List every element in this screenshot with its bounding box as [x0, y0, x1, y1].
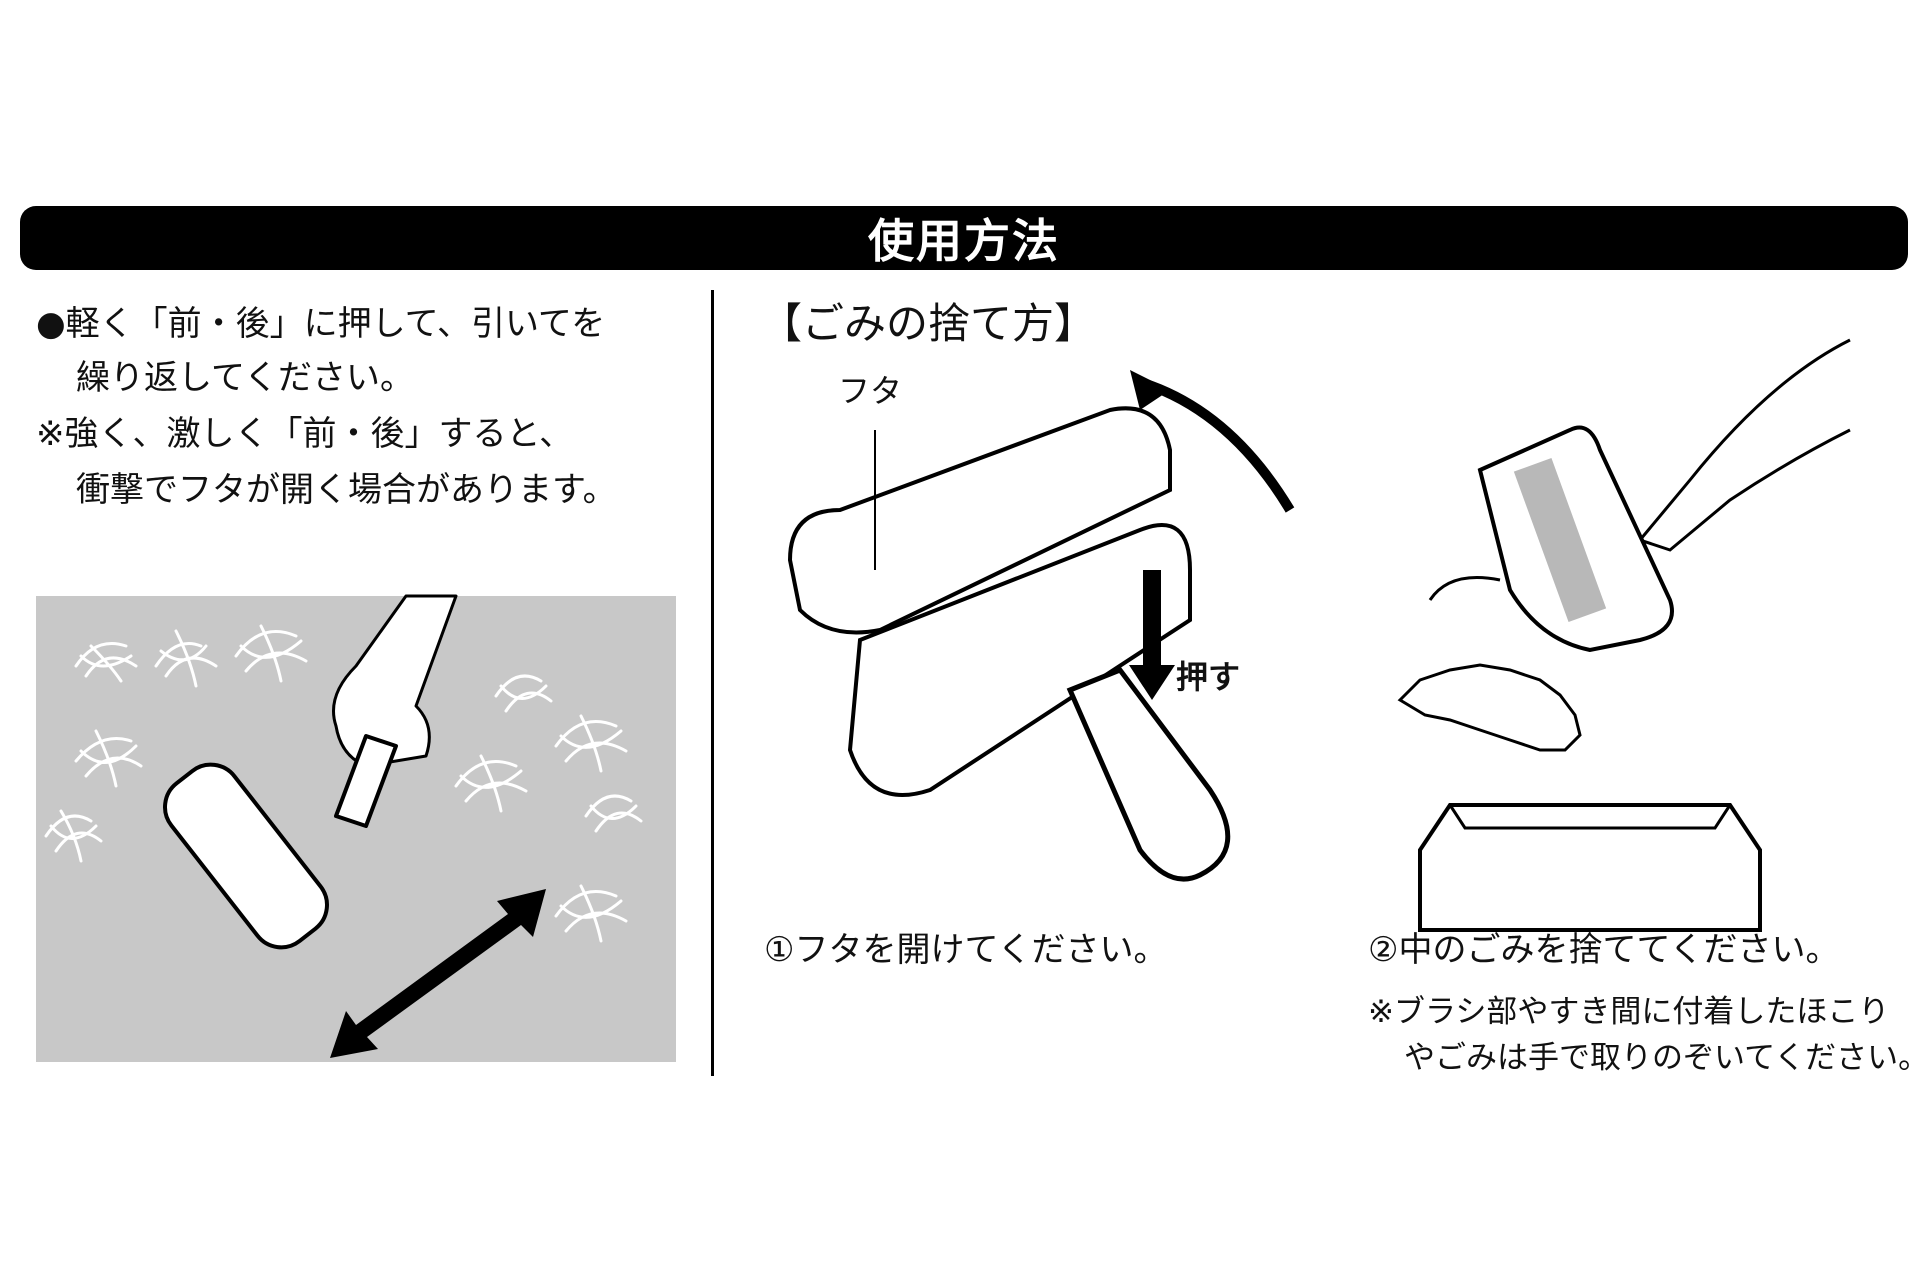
roller-body-icon: [847, 523, 1192, 797]
roller-inner-icon: [1513, 457, 1607, 623]
step-2-note-line-1: ※ブラシ部やすき間に付着したほこり: [1368, 994, 1890, 1030]
handle-icon: [1066, 666, 1231, 882]
fluff-icon: [154, 629, 218, 688]
step-2-note-line-2: やごみは手で取りのぞいてください。: [1404, 1040, 1920, 1076]
hand-icon: [332, 594, 458, 768]
trash-box-icon: [1418, 803, 1762, 932]
motion-arc-icon: [1428, 576, 1501, 601]
hand-icon: [1637, 338, 1851, 552]
note-line-2: 衝撃でフタが開く場合があります。: [76, 470, 617, 510]
fluff-icon: [234, 624, 308, 683]
empty-trash-illustration: [1397, 338, 1851, 932]
carpet-drawing: [44, 594, 643, 1058]
fluff-icon: [584, 794, 643, 833]
dust-clump-icon: [1397, 663, 1582, 752]
column-divider: [711, 290, 714, 1076]
push-label: 押す: [1176, 658, 1241, 696]
fluff-icon: [454, 754, 528, 813]
fluff-icon: [74, 729, 143, 788]
lint-roller-icon: [163, 734, 398, 950]
double-arrow-icon: [330, 889, 546, 1058]
note-line-1: ※強く、激しく「前・後」すると、: [36, 414, 574, 454]
fluff-icon: [44, 809, 103, 863]
push-arrow-icon: [1129, 570, 1175, 700]
arrow-head-icon: [1130, 370, 1170, 410]
fluff-icon: [554, 884, 628, 943]
step-1-caption: ①フタを開けてください。: [764, 930, 1168, 970]
carpet-illustration: [36, 594, 676, 1062]
step-2-caption: ②中のごみを捨ててください。: [1368, 930, 1840, 970]
fluff-icon: [554, 714, 628, 773]
header-title: 使用方法: [868, 214, 1060, 268]
fluff-icon: [494, 674, 553, 713]
lid-label: フタ: [838, 372, 903, 410]
instruction-line-2: 繰り返してください。: [76, 358, 414, 398]
section-title: 【ごみの捨て方】: [760, 299, 1097, 348]
fluff-icon: [74, 642, 138, 683]
open-lid-illustration: [787, 370, 1295, 882]
instruction-line-1: ●軽く「前・後」に押して、引いてを: [36, 304, 606, 344]
header-bar: 使用方法: [20, 206, 1908, 270]
lid-icon: [787, 406, 1172, 635]
